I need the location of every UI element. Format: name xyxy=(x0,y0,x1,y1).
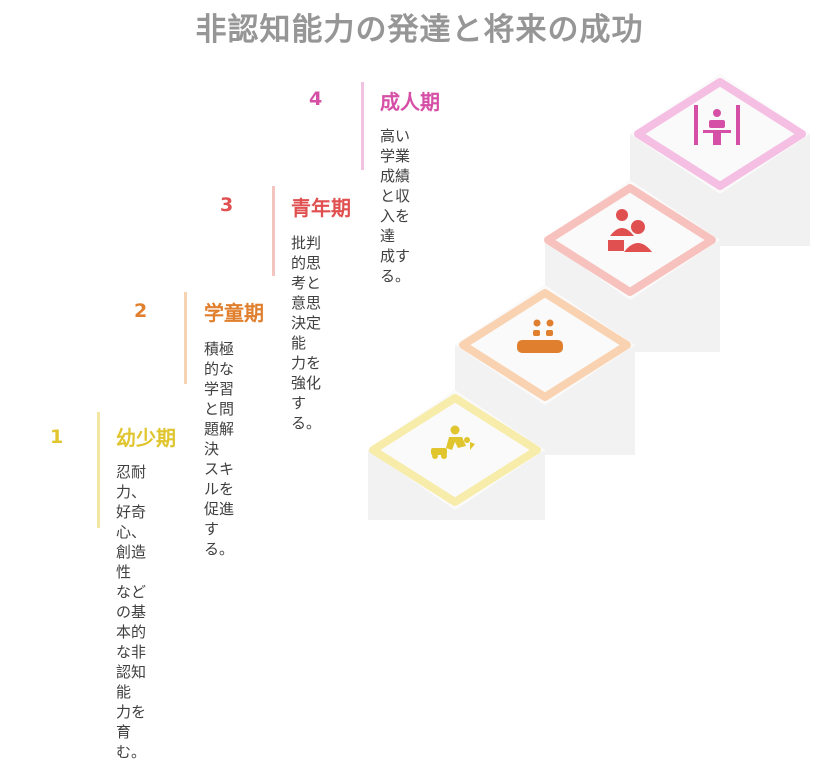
stage-number: 1 xyxy=(50,426,64,448)
classroom-desk-icon xyxy=(517,319,563,353)
stage-title: 成人期 xyxy=(380,90,440,114)
discussion-people-icon xyxy=(608,209,652,252)
stage-divider xyxy=(97,412,100,528)
stage-description: 高い学業成績と収入を達 成する。 xyxy=(380,127,411,285)
page-title: 非認知能力の発達と将来の成功 xyxy=(195,12,644,48)
stage-title: 青年期 xyxy=(291,196,351,220)
graduate-podium-icon xyxy=(694,105,740,145)
staircase-diagram xyxy=(368,74,810,520)
stage-divider xyxy=(361,82,364,170)
stage-description: 批判的思考と意思決定能 力を強化する。 xyxy=(291,234,322,432)
stage-description: 忍耐力、好奇心、創造性 などの基本的な非認知能 力を育む。 xyxy=(116,463,147,761)
stage-number: 3 xyxy=(220,194,234,216)
stage-number: 4 xyxy=(309,88,323,110)
stage-title: 幼少期 xyxy=(116,426,176,450)
playing-child-icon xyxy=(431,425,475,459)
stage-divider xyxy=(272,186,275,276)
stage-divider xyxy=(184,292,187,384)
stage-description: 積極的な学習と問題解決 スキルを促進する。 xyxy=(204,340,235,558)
stage-number: 2 xyxy=(134,300,148,322)
stage-title: 学童期 xyxy=(204,301,264,325)
